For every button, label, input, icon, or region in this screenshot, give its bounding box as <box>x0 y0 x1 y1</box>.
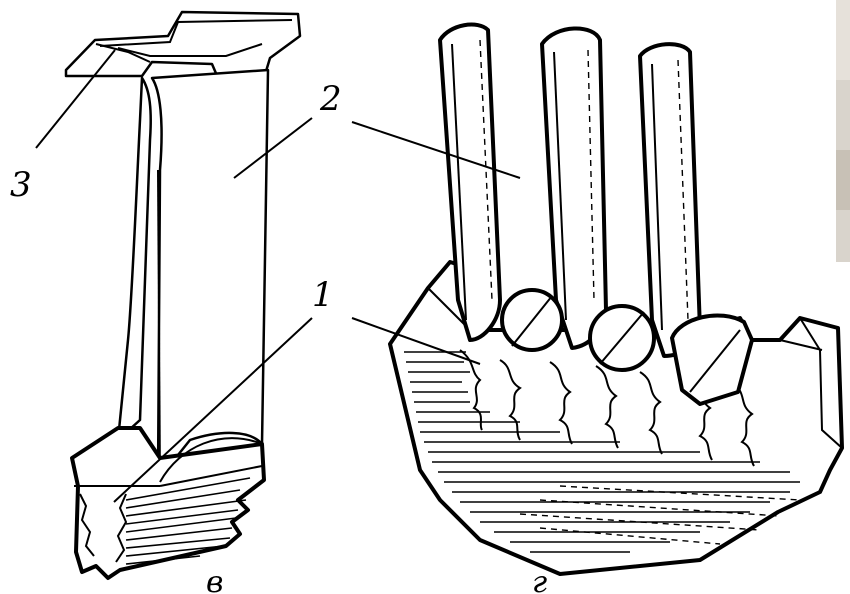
shroud-groove-2 <box>95 43 151 63</box>
leader-2-right <box>351 121 521 179</box>
leader-1-left <box>113 317 313 503</box>
caption-left: в <box>206 565 223 594</box>
leader-2-left <box>233 117 313 179</box>
root-hatching <box>125 477 251 565</box>
blade-2 <box>540 26 608 350</box>
blade-assembly <box>388 22 844 576</box>
shroud-groove <box>117 43 263 57</box>
blade-1 <box>438 22 502 342</box>
disc-right-edge <box>779 339 823 351</box>
root-arc <box>159 437 263 483</box>
label-2: 2 <box>319 79 342 119</box>
disc-dashes <box>519 485 801 545</box>
blade-roots <box>500 288 754 406</box>
leader-1-right <box>351 317 481 365</box>
airfoil-body <box>150 68 270 482</box>
photo-fragment <box>836 0 850 262</box>
blade-3 <box>638 42 702 358</box>
label-3: 3 <box>10 165 32 205</box>
root-serration-2 <box>115 493 128 563</box>
airfoil-edge-line <box>157 169 161 481</box>
root-serration <box>79 493 95 557</box>
root-top-line-2 <box>159 465 263 487</box>
blade-shroud <box>64 10 302 80</box>
airfoil-leading-edge <box>116 76 152 442</box>
leader-3 <box>35 49 116 149</box>
label-1: 1 <box>312 275 334 315</box>
single-blade <box>64 10 302 580</box>
caption-right: г <box>532 565 547 594</box>
disc-hatching <box>404 351 800 553</box>
shroud-edge <box>99 19 293 47</box>
disc-right-face <box>799 317 843 449</box>
